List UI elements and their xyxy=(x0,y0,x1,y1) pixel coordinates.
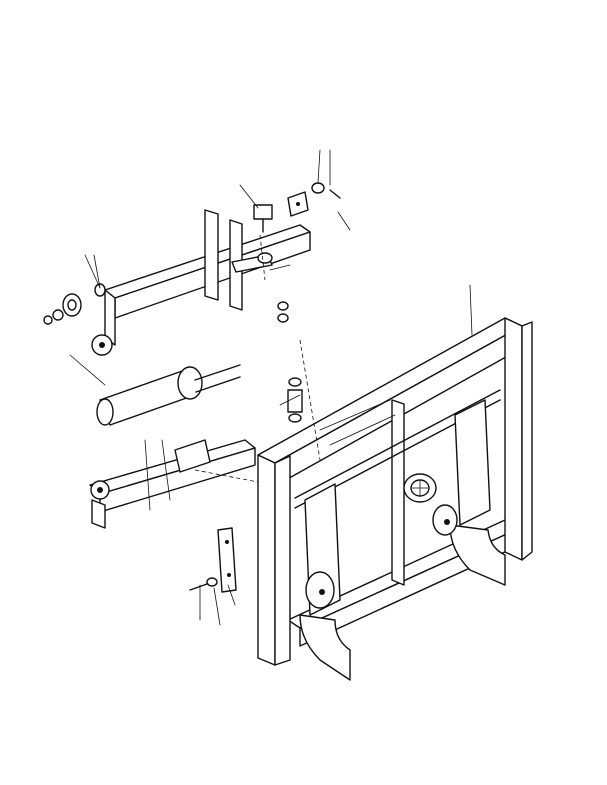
lower-side-bracket xyxy=(89,439,256,529)
roller-wheel xyxy=(43,283,106,325)
fork-left xyxy=(299,483,351,681)
carriage-frame xyxy=(257,317,533,666)
assembly-center-lines xyxy=(194,234,321,483)
small-bracket-top xyxy=(287,182,341,217)
gauge-roller xyxy=(403,473,437,503)
mounting-plate xyxy=(189,527,237,593)
hydraulic-cylinder xyxy=(96,364,241,426)
upper-side-bracket xyxy=(91,224,311,356)
leader-lines xyxy=(69,149,473,626)
fork-right xyxy=(432,399,506,586)
pivot-arm xyxy=(231,252,273,273)
wear-block xyxy=(174,439,211,473)
plug-top xyxy=(253,204,273,233)
